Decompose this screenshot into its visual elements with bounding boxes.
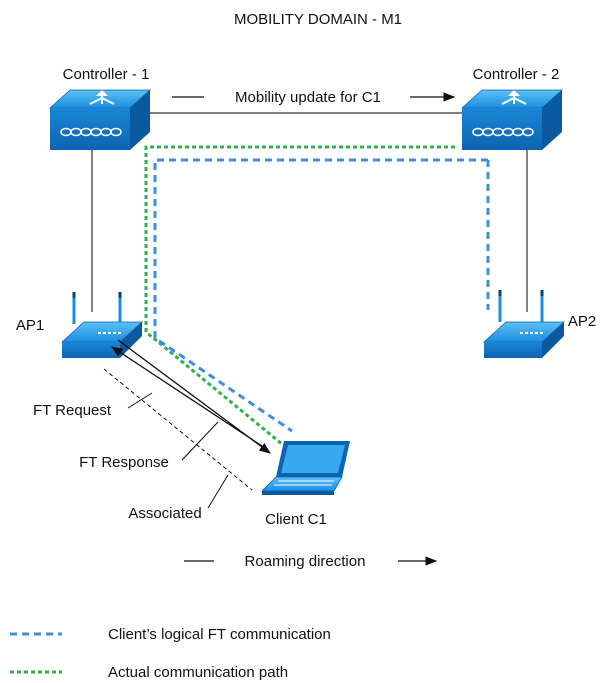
ft-request-arrow (111, 346, 263, 447)
ft-response-arrow (117, 339, 271, 454)
diagram-title: MOBILITY DOMAIN - M1 (234, 11, 402, 28)
ft-arrows (103, 339, 271, 509)
controller-1-label: Controller - 1 (63, 66, 150, 83)
legend: Client’s logical FT communication Actual… (10, 626, 331, 681)
roaming-direction-label: Roaming direction (245, 553, 366, 570)
client-c1-label: Client C1 (265, 511, 327, 528)
legend-actual-label: Actual communication path (108, 664, 288, 681)
mobility-update-label: Mobility update for C1 (235, 89, 381, 106)
controller-1-icon (48, 89, 152, 150)
associated-line (103, 368, 253, 491)
laptop-icon (261, 441, 350, 495)
ft-request-label: FT Request (33, 402, 112, 419)
actual-communication-path (144, 145, 455, 451)
logical-ft-communication-path-2 (153, 158, 488, 433)
controller-2-icon (460, 89, 564, 150)
ap1-label: AP1 (16, 317, 44, 334)
controller-2-label: Controller - 2 (473, 66, 560, 83)
legend-logical-label: Client’s logical FT communication (108, 626, 331, 643)
ap2-icon (482, 290, 566, 358)
ap2-label: AP2 (568, 313, 596, 330)
ft-response-label: FT Response (79, 454, 169, 471)
associated-label: Associated (128, 505, 201, 522)
ap1-icon (60, 292, 144, 358)
wired-links (91, 112, 528, 312)
